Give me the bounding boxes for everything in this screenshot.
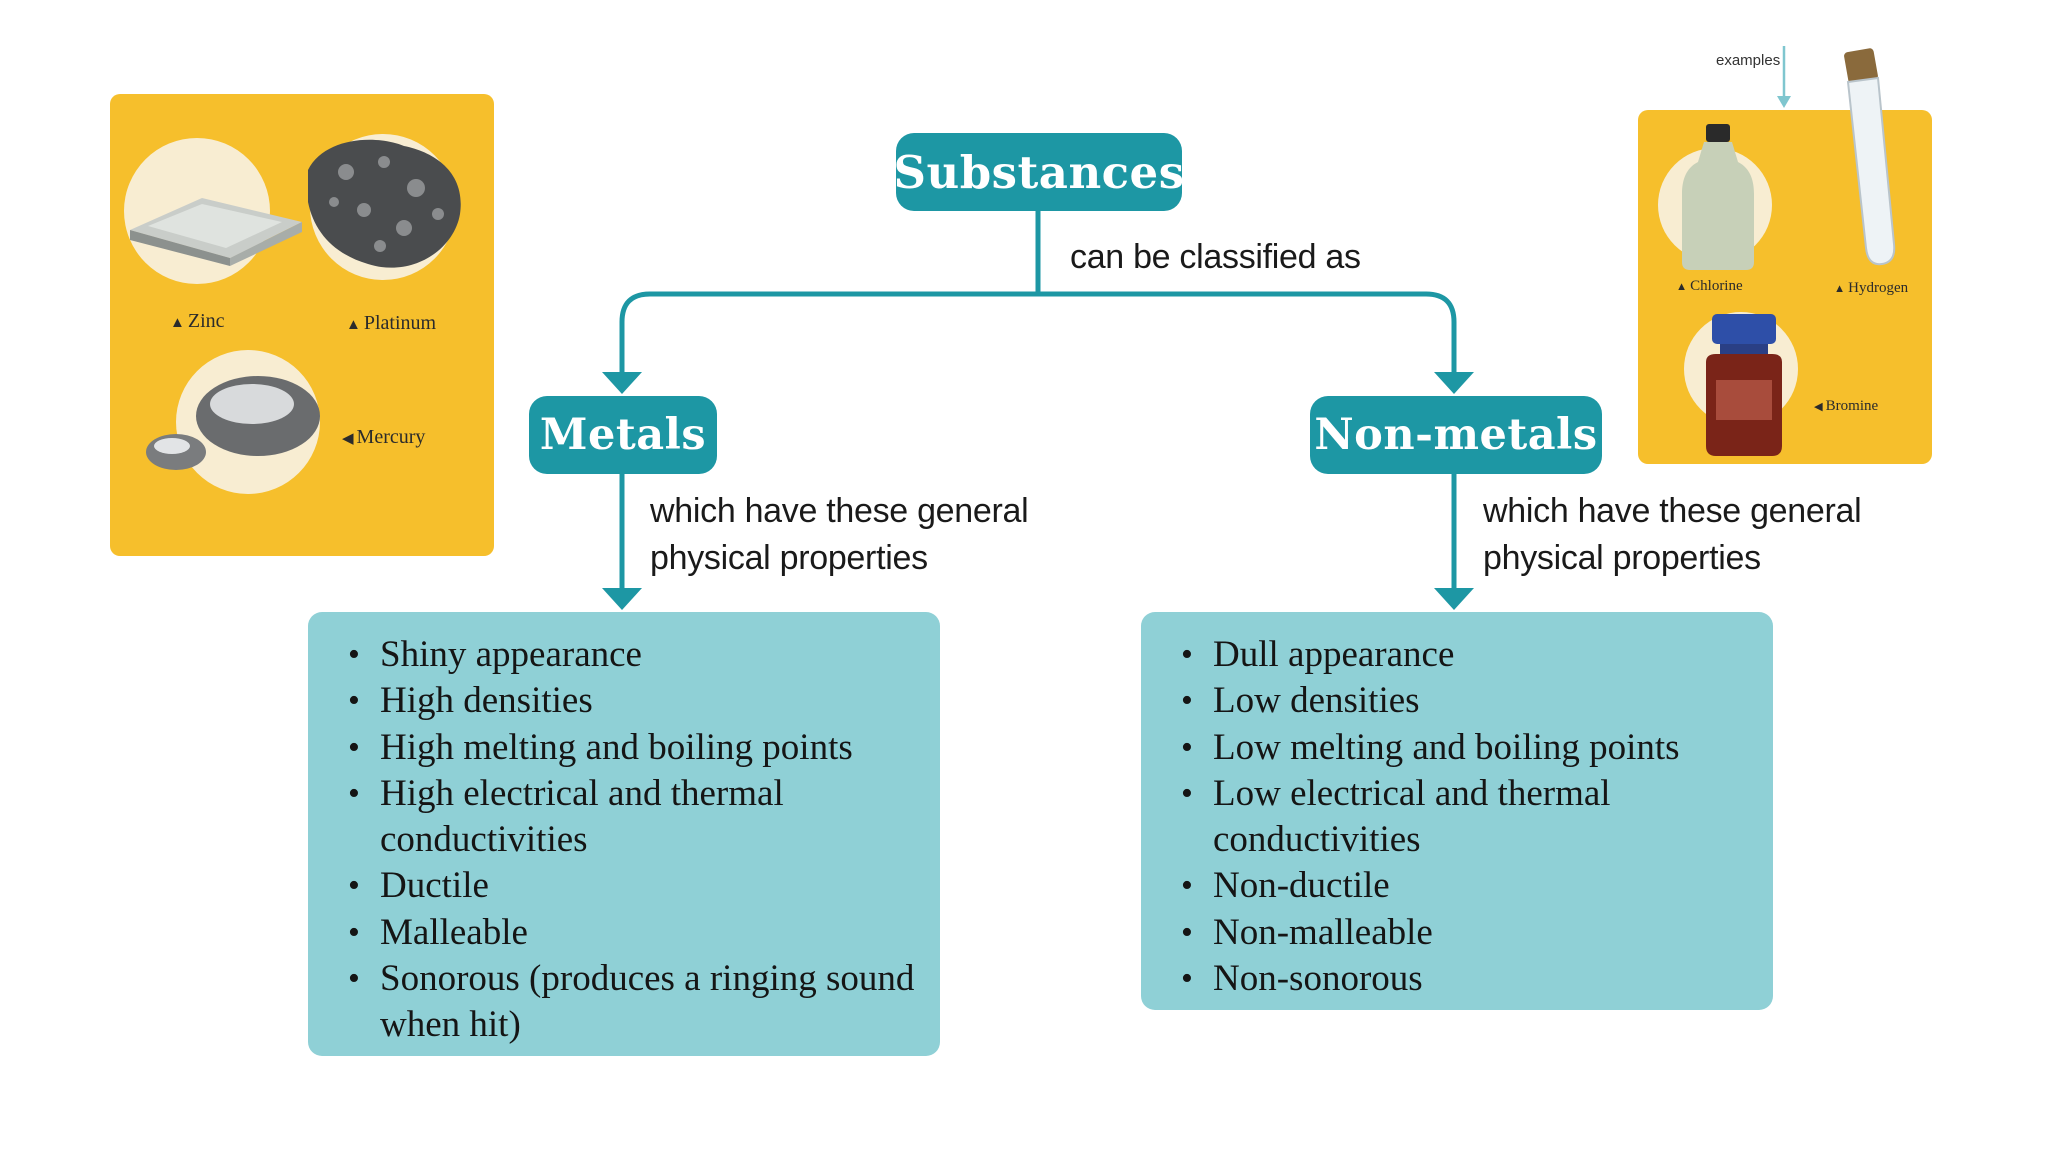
zinc-caption-text: Zinc — [187, 310, 225, 332]
property-item: Low electrical and thermal conductivitie… — [1163, 771, 1751, 864]
hydrogen-test-tube-image — [1844, 48, 1896, 266]
caption-pointer-icon: ▲ — [1834, 283, 1846, 295]
property-item: High densities — [330, 678, 918, 725]
property-item: High electrical and thermal conductiviti… — [330, 771, 918, 864]
property-item: Non-malleable — [1163, 910, 1751, 957]
platinum-caption-text: Platinum — [363, 312, 437, 334]
property-item: Shiny appearance — [330, 632, 918, 679]
property-item: Malleable — [330, 910, 918, 957]
hydrogen-caption: ▲Hydrogen — [1834, 280, 1908, 297]
nonmetals-edge-label: which have these general physical proper… — [1483, 488, 1863, 582]
bromine-caption-text: Bromine — [1825, 398, 1879, 414]
caption-pointer-icon: ◀ — [1814, 401, 1823, 413]
arrowhead-nonmetals-props — [1434, 588, 1474, 610]
caption-pointer-icon: ▲ — [170, 315, 185, 331]
connector-to-metals — [619, 291, 1041, 381]
nonmetals-node: Non-metals — [1310, 396, 1602, 474]
metals-properties-box: Shiny appearance High densities High mel… — [308, 612, 940, 1056]
property-item: Sonorous (produces a ringing sound when … — [330, 956, 918, 1049]
examples-pointer-arrowhead — [1777, 96, 1791, 108]
property-item: Low melting and boiling points — [1163, 725, 1751, 772]
connector-to-nonmetals — [1035, 291, 1457, 381]
chlorine-bottle-image — [1682, 124, 1754, 270]
metals-edge-label-line-1: which have these general — [650, 492, 1029, 530]
chlorine-caption: ▲Chlorine — [1676, 278, 1743, 295]
metals-edge-label: which have these general physical proper… — [650, 488, 1030, 582]
metal-examples-panel: ▲Zinc ▲Platinum ◀Mercury — [110, 94, 494, 556]
metals-edge-label-line-2: physical properties — [650, 539, 928, 577]
bromine-caption: ◀Bromine — [1814, 398, 1878, 415]
caption-pointer-icon: ▲ — [1676, 281, 1688, 293]
metals-node: Metals — [529, 396, 717, 474]
hydrogen-caption-text: Hydrogen — [1848, 280, 1909, 296]
property-item: Dull appearance — [1163, 632, 1751, 679]
nonmetal-examples-panel: ▲Chlorine ▲Hydrogen ◀Bromine — [1638, 48, 1932, 464]
zinc-caption: ▲Zinc — [170, 310, 225, 333]
arrowhead-metals — [602, 372, 642, 394]
metals-properties-list: Shiny appearance High densities High mel… — [330, 632, 918, 1049]
nonmetals-edge-label-line-1: which have these general — [1483, 492, 1862, 530]
caption-pointer-icon: ◀ — [342, 431, 354, 447]
arrowhead-metals-props — [602, 588, 642, 610]
nonmetals-properties-box: Dull appearance Low densities Low meltin… — [1141, 612, 1773, 1010]
caption-pointer-icon: ▲ — [346, 317, 361, 333]
property-item: Non-ductile — [1163, 863, 1751, 910]
mercury-droplet-image — [146, 376, 320, 470]
platinum-nugget-image — [308, 139, 461, 268]
property-item: High melting and boiling points — [330, 725, 918, 772]
property-item: Ductile — [330, 863, 918, 910]
classification-edge-label: can be classified as — [1070, 238, 1361, 276]
nonmetals-edge-label-line-2: physical properties — [1483, 539, 1761, 577]
arrowhead-nonmetals — [1434, 372, 1474, 394]
platinum-caption: ▲Platinum — [346, 312, 436, 335]
mercury-caption-text: Mercury — [356, 426, 426, 448]
mercury-caption: ◀Mercury — [342, 426, 425, 449]
bromine-bottle-image — [1706, 314, 1782, 456]
chlorine-caption-text: Chlorine — [1690, 278, 1743, 294]
property-item: Non-sonorous — [1163, 956, 1751, 1003]
property-item: Low densities — [1163, 678, 1751, 725]
nonmetals-properties-list: Dull appearance Low densities Low meltin… — [1163, 632, 1751, 1003]
substances-node: Substances — [893, 133, 1184, 211]
examples-pointer-label: examples — [1716, 52, 1781, 69]
zinc-bar-image — [130, 198, 302, 266]
